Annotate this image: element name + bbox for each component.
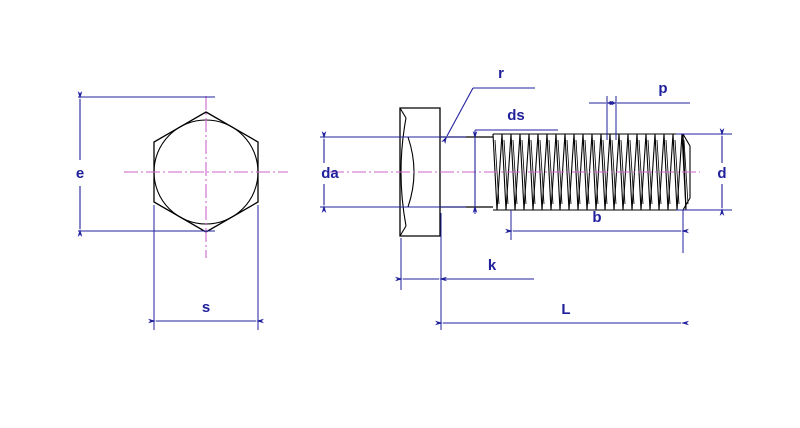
dimension-s-label: s <box>202 299 210 316</box>
dimension-k: k <box>395 213 534 330</box>
dimension-r-label: r <box>498 65 504 82</box>
bolt-end-chamfer-bottom <box>682 197 691 211</box>
dimension-e: e <box>76 91 215 237</box>
bolt-head-outline <box>399 107 441 237</box>
dimension-k-label: k <box>488 257 497 274</box>
side-view-bolt: da ds r p <box>320 65 732 330</box>
bolt-end-chamfer-top <box>682 133 691 147</box>
dimension-p: p <box>589 80 690 140</box>
dimension-da-label: da <box>321 165 339 182</box>
bolt-head-chamfer-top-left <box>399 107 407 119</box>
dimension-r-leader-diagonal <box>441 87 474 145</box>
bolt-head-chamfer-bottom-left <box>399 225 407 237</box>
dimension-ds: ds <box>472 107 558 214</box>
dimension-r: r <box>441 65 535 145</box>
dimension-s: s <box>148 205 264 330</box>
dimension-ds-label: ds <box>507 107 525 124</box>
dimension-L-label: L <box>561 301 570 318</box>
dimension-b: b <box>505 209 689 253</box>
front-view-hex-head: e s <box>76 91 288 330</box>
dimension-b-label: b <box>592 209 601 226</box>
dimension-d: d <box>676 128 732 216</box>
dimension-p-label: p <box>658 80 667 97</box>
dimension-e-label: e <box>76 165 84 182</box>
dimension-L: L <box>435 301 689 326</box>
dimension-d-label: d <box>717 165 726 182</box>
